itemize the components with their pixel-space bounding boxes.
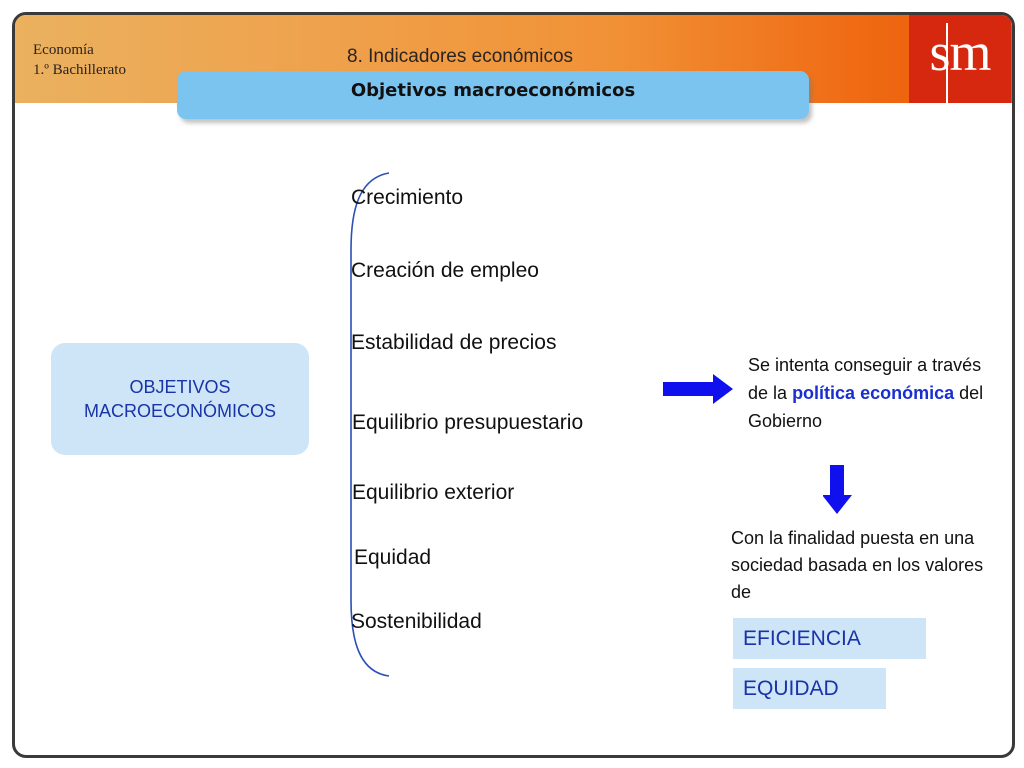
logo-divider (946, 23, 948, 103)
goal-item: Estabilidad de precios (351, 331, 557, 354)
policy-text-start: Se intenta conseguir a través de la (748, 355, 982, 403)
purpose-text: Con la finalidad puesta en una sociedad … (731, 528, 984, 602)
slide: Economía 1.º Bachillerato 8. Indicadores… (12, 12, 1015, 758)
policy-highlight: política económica (792, 383, 955, 403)
course-name: 1.º Bachillerato (33, 62, 126, 78)
subject-name: Economía (33, 42, 94, 58)
subject-label: Economía 1.º Bachillerato (33, 40, 126, 80)
arrow-right-icon (663, 374, 733, 404)
goal-item: Equilibrio exterior (352, 481, 515, 504)
slide-subtitle-band: Objetivos macroeconómicos (177, 71, 809, 119)
policy-text-end: del Gobierno (748, 383, 984, 431)
objectives-box-line1: OBJETIVOS (129, 377, 231, 397)
goal-item: Creación de empleo (351, 259, 539, 282)
goal-item: Equidad (354, 546, 432, 569)
unit-title: 8. Indicadores económicos (347, 46, 574, 67)
goal-item: Crecimiento (351, 186, 464, 209)
goal-item: Sostenibilidad (351, 610, 482, 633)
objectives-box: OBJETIVOS MACROECONÓMICOS (51, 343, 309, 455)
arrow-down-icon (823, 465, 852, 514)
goal-item: Equilibrio presupuestario (352, 411, 584, 434)
objectives-box-line2: MACROECONÓMICOS (83, 401, 276, 421)
publisher-logo: sm (909, 15, 1011, 103)
logo-text: sm (929, 22, 991, 82)
value-box-equity: EQUIDAD (733, 668, 886, 709)
slide-subtitle: Objetivos macroeconómicos (350, 80, 636, 101)
curly-brace (350, 172, 390, 677)
value-box-efficiency: EFICIENCIA (733, 618, 926, 659)
policy-text: Se intenta conseguir a través de la polí… (748, 351, 988, 435)
